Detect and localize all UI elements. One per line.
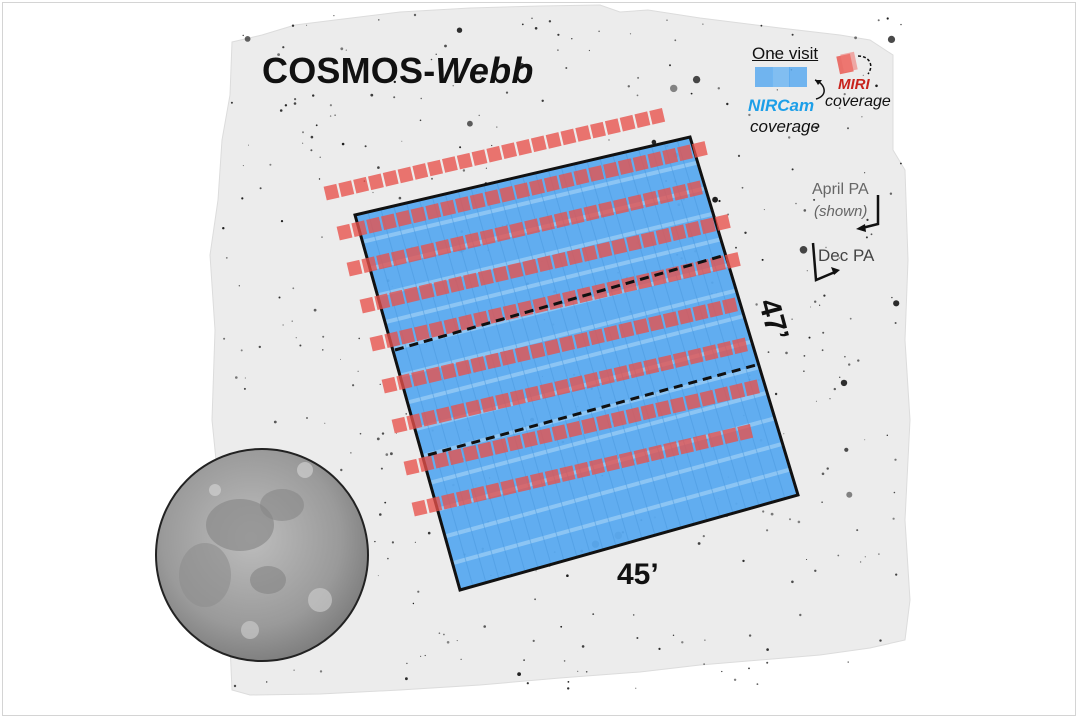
dimension-width-label: 45’ bbox=[617, 558, 659, 591]
dashed-boundary-lower bbox=[427, 363, 757, 457]
title-prefix: COSMOS- bbox=[262, 50, 436, 91]
moon-icon bbox=[155, 448, 369, 662]
arrowhead-icon bbox=[815, 80, 822, 85]
dec-pa-arrow-icon bbox=[811, 242, 840, 282]
april-pa-arrow-icon bbox=[856, 195, 880, 232]
nircam-coverage bbox=[353, 135, 800, 592]
legend-nircam: NIRCam bbox=[748, 96, 815, 115]
miri-arrow-icon bbox=[857, 55, 872, 75]
april-pa-note: (shown) bbox=[814, 203, 868, 220]
title-emphasis: Webb bbox=[435, 50, 534, 91]
page-title: COSMOS-Webb bbox=[262, 50, 534, 92]
legend-miri: MIRI bbox=[838, 76, 870, 93]
legend-miri-coverage: coverage bbox=[825, 93, 891, 110]
dashed-boundary-upper bbox=[394, 254, 723, 352]
april-pa-label: April PA bbox=[812, 181, 869, 198]
dec-pa-label: Dec PA bbox=[818, 246, 875, 265]
miri-visit-icon bbox=[836, 51, 858, 75]
legend-one-visit: One visit bbox=[752, 44, 819, 63]
legend-nircam-coverage: coverage bbox=[750, 117, 820, 136]
nircam-visit-icon bbox=[755, 67, 807, 87]
miri-coverage bbox=[323, 108, 760, 517]
